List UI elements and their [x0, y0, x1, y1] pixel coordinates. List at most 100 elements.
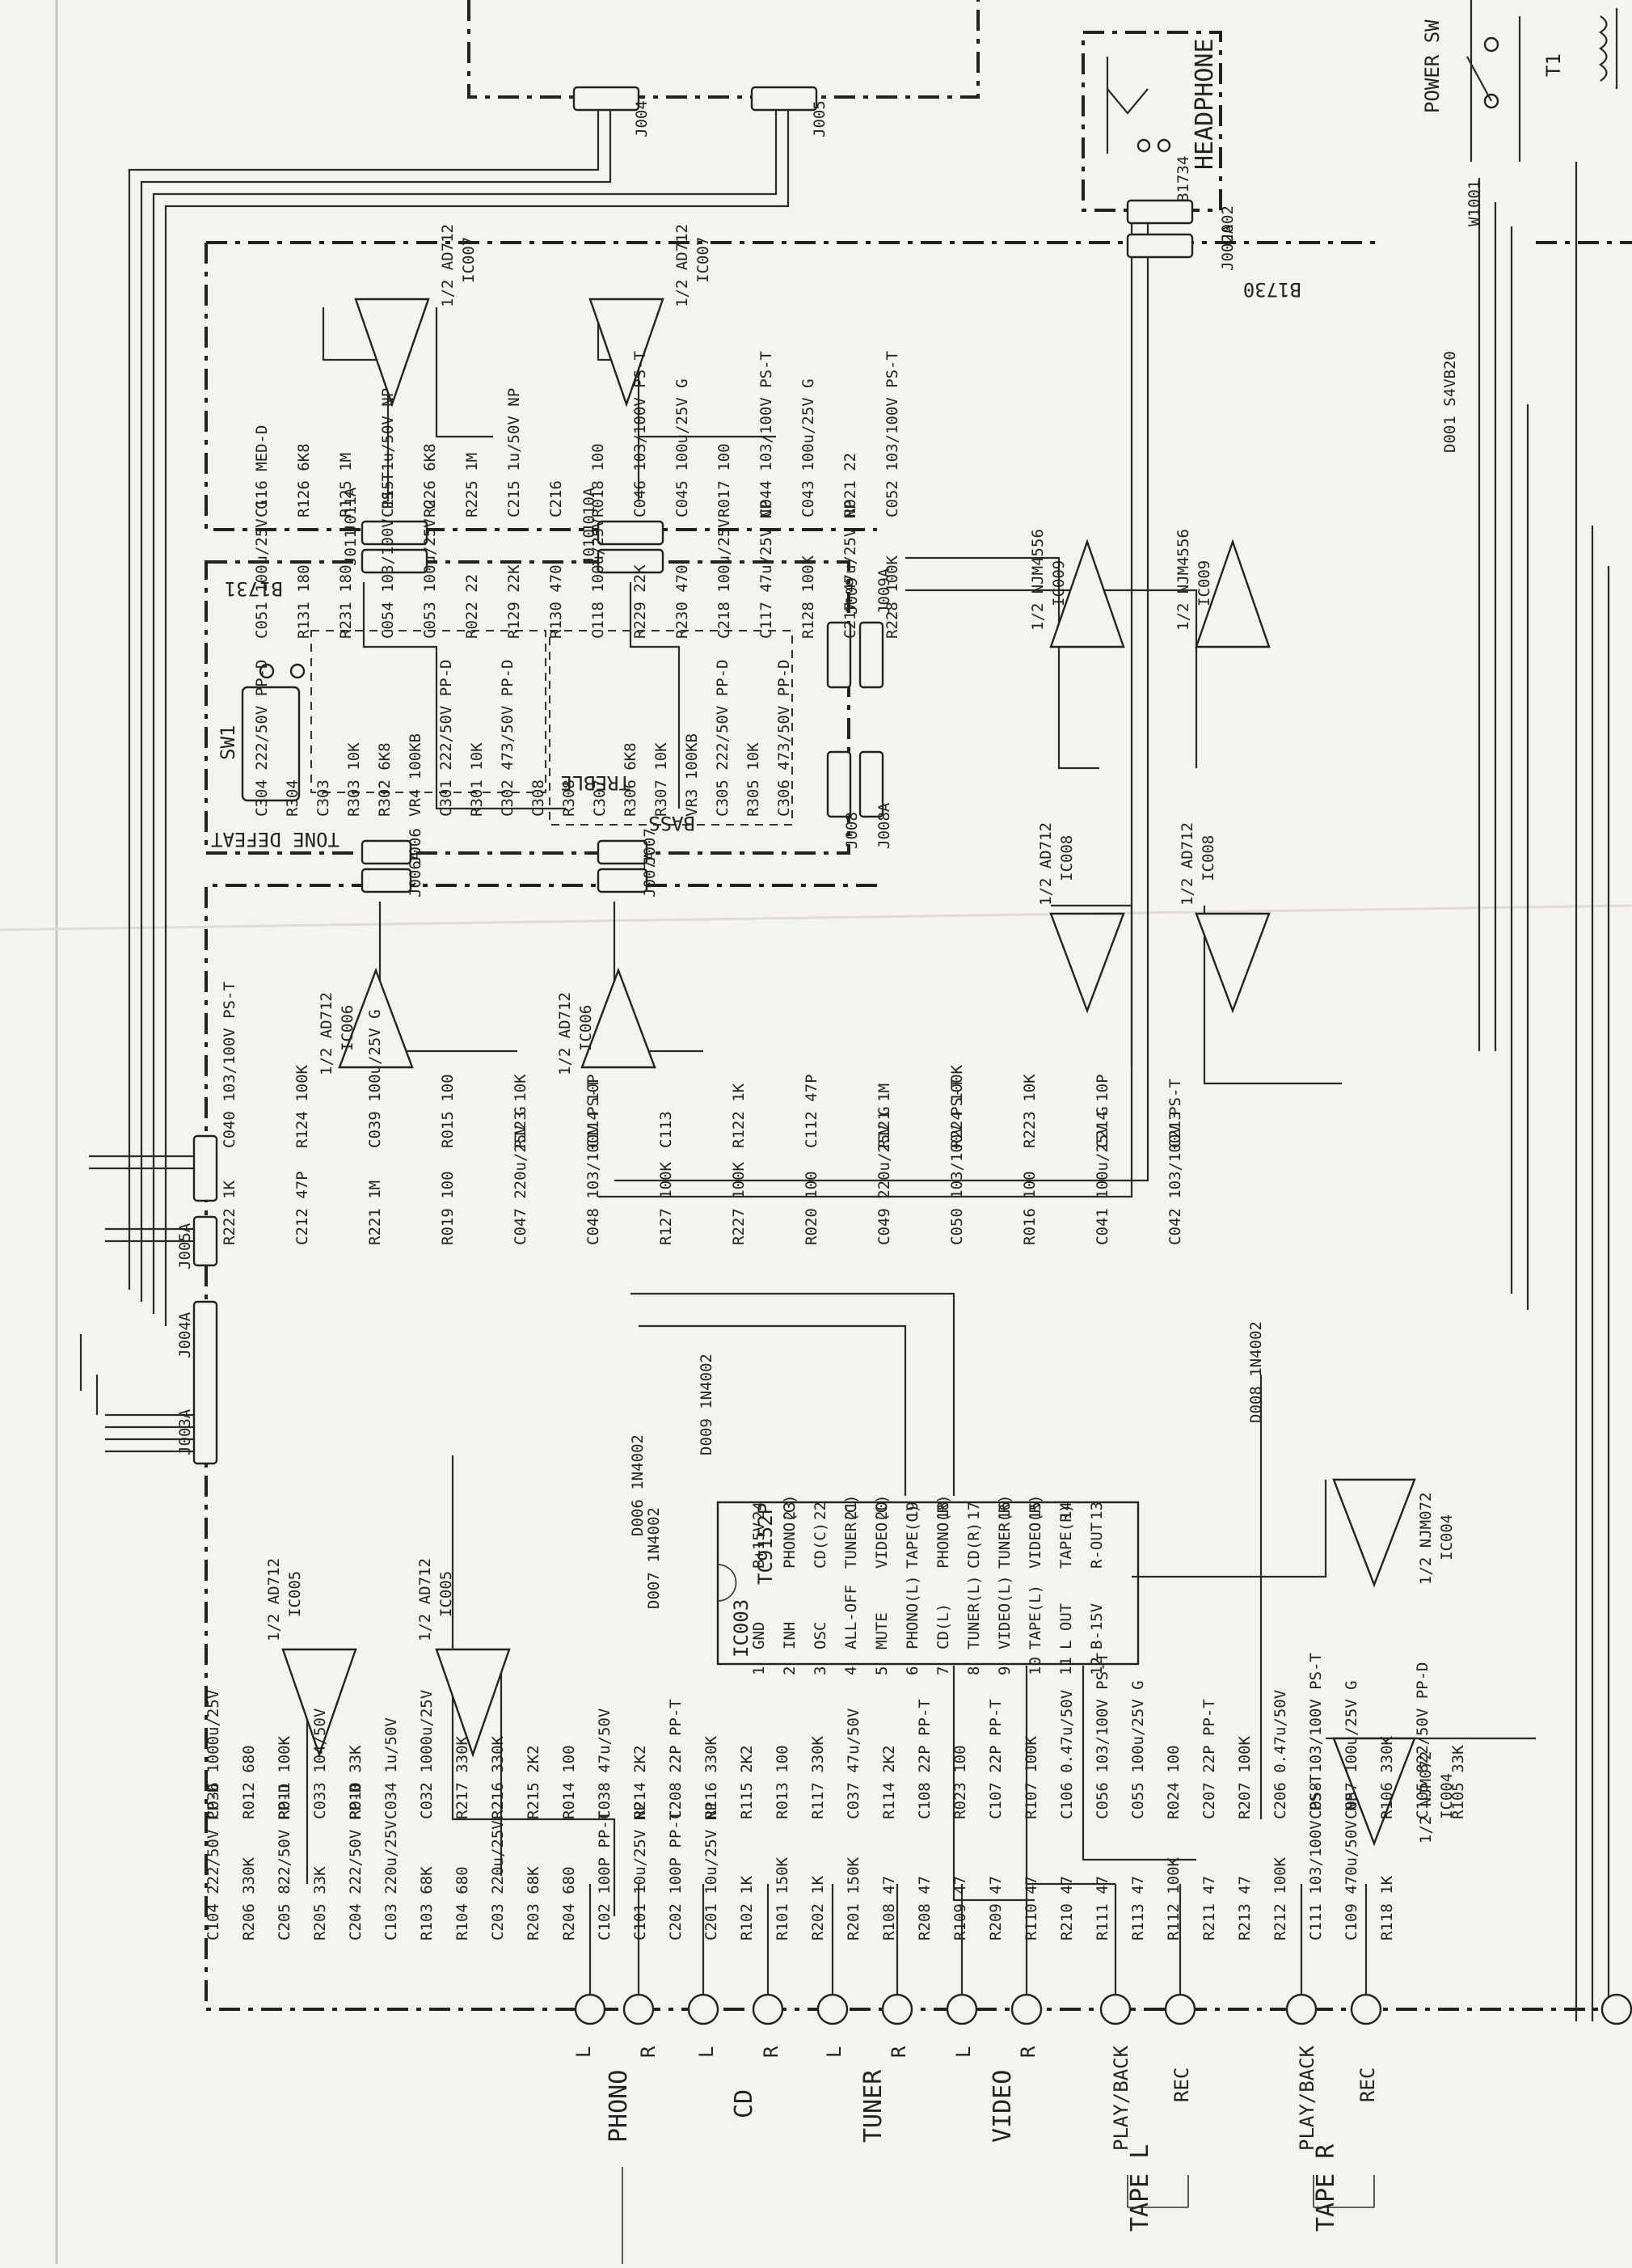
treble-label: TREBLE [560, 771, 630, 794]
input-jacks [574, 1993, 1632, 2025]
ic003-ref: IC003 [730, 1599, 753, 1658]
comp-top-21: R022 22 [463, 574, 481, 639]
input-tuner-label: TUNER [859, 2069, 888, 2143]
ic003-pin-num-10: 10 [1027, 1657, 1044, 1675]
input-video-r: R [1017, 2046, 1040, 2058]
connector-j007: J007 [641, 828, 659, 865]
comp-bottom-1: R012 680 [240, 1745, 258, 1819]
tape-r-bracket [1313, 2175, 1375, 2208]
comp-top-6: C215 1u/50V NP [505, 388, 523, 517]
comp-tone-6: C301 222/50V PP-D [437, 660, 455, 817]
comp-bottom-20: C108 22P PP-T [916, 1699, 934, 1819]
comp-tone-15: C305 222/50V PP-D [714, 660, 732, 817]
ic003-pin-right-19: TAPE(C) [904, 1504, 921, 1569]
input-tuner-r: R [888, 2046, 910, 2058]
comp-bottom-38: C205 822/50V PP-D [276, 1784, 293, 1941]
comp-bottom-52: R101 150K [774, 1856, 791, 1941]
input-tape-l-play: PLAY/BACK [1110, 2045, 1132, 2151]
ic003-pin-right-16: TUNER(R) [996, 1494, 1014, 1569]
input-phono-label: PHONO [605, 2070, 633, 2143]
ic003-pin-num-7: 7 [934, 1666, 952, 1675]
comp-bottom-7: R217 330K [453, 1735, 471, 1819]
comp-tone-10: R308 [560, 779, 578, 817]
ic003-pin-num-3: 3 [812, 1666, 829, 1675]
comp-bottom-19: R114 2K2 [880, 1745, 898, 1819]
input-tape-r-label: TAPE R [1312, 2143, 1340, 2232]
connector-j009a: J009A [875, 568, 893, 615]
comp-bottom-58: R209 47 [987, 1876, 1005, 1941]
ic003-pin-right-23: PHONO(C) [781, 1494, 799, 1569]
comp-top-1: R126 6K8 [295, 443, 313, 517]
paper-fold [0, 904, 1632, 931]
comp-bottom-67: C111 103/100V PS-T [1307, 1774, 1325, 1941]
comp-tone-0: C304 222/50V PP-D [253, 660, 271, 817]
comp-mid-19: C048 103/100V PS-T [584, 1079, 602, 1245]
comp-tone-7: R301 10K [468, 742, 486, 817]
tone-left-frame [310, 630, 546, 793]
connector-j003a: J003A [176, 1409, 194, 1455]
comp-mid-8: C112 47P [803, 1074, 820, 1148]
comp-top-29: R128 100K [799, 555, 817, 639]
comp-bottom-64: R211 47 [1200, 1876, 1218, 1941]
connector-j008: J008 [843, 812, 861, 849]
comp-tone-14: VR3 100KB [683, 733, 701, 817]
comp-bottom-8: R216 330K [489, 1735, 507, 1819]
ic003-pin-right-15: VIDEO(R) [1027, 1494, 1044, 1569]
comp-bottom-27: R024 100 [1165, 1745, 1183, 1819]
comp-top-9: C046 103/100V PS-T [631, 351, 649, 517]
headphone-jack-icon [1106, 57, 1171, 154]
ic003-pin-num-12: 12 [1088, 1657, 1106, 1675]
opamp-9-ref: IC005 [437, 1571, 455, 1617]
comp-bottom-35: R105 33K [1449, 1745, 1467, 1819]
comp-tone-13: R307 10K [652, 742, 670, 817]
comp-mid-14: R222 1K [221, 1180, 238, 1245]
ic003-pin-num-22: 22 [812, 1501, 829, 1520]
opamp-1-ref: IC007 [694, 237, 712, 283]
connector-j010a: J010A [580, 487, 598, 534]
ic003-pin-num-8: 8 [965, 1666, 983, 1675]
comp-bottom-48: C101 10u/25V NP [631, 1801, 649, 1941]
opamp-2-part: 1/2 NJM4556 [1029, 529, 1047, 631]
ic003-pin-left-6: PHONO(L) [904, 1575, 921, 1649]
comp-tone-1: R304 [284, 779, 302, 817]
ic003-pin-num-23: 23 [781, 1501, 799, 1520]
comp-top-18: R231 180 [337, 564, 355, 639]
comp-mid-7: R122 1K [730, 1083, 748, 1148]
comp-mid-5: C114 10P [584, 1074, 602, 1148]
diode-d001: D001 S4VB20 [1441, 351, 1459, 453]
opamp-6-ref: IC008 [1058, 835, 1076, 881]
comp-mid-23: C049 220u/25V G [875, 1106, 893, 1245]
opamp-8-part: 1/2 AD712 [265, 1558, 283, 1641]
bass-treble-frame [549, 630, 793, 826]
connector-j006: J006 [407, 828, 424, 865]
ic003-pin-num-21: 21 [842, 1501, 860, 1520]
ic003-pin-left-7: CD(L) [934, 1603, 952, 1649]
opamp-2-ref: IC009 [1050, 560, 1068, 606]
comp-bottom-12: R214 2K2 [631, 1745, 649, 1819]
comp-bottom-18: C037 47u/50V [845, 1708, 862, 1819]
ic003-pin-num-20: 20 [873, 1501, 891, 1520]
comp-bottom-33: R106 330K [1378, 1735, 1396, 1819]
connector-strips [192, 86, 1194, 1465]
ic003-pin-num-9: 9 [996, 1666, 1014, 1675]
ic003-part: TC9152P [754, 1503, 777, 1585]
comp-top-15: C052 103/100V PS-T [883, 351, 901, 517]
ic003-pin-num-16: 16 [996, 1501, 1014, 1520]
ic003-pin-left-1: GND [750, 1622, 768, 1649]
comp-mid-26: C041 100u/25V G [1094, 1106, 1111, 1245]
comp-top-22: R129 22K [505, 564, 523, 639]
comp-mid-3: R015 100 [439, 1074, 457, 1148]
comp-bottom-55: R108 47 [880, 1876, 898, 1941]
comp-bottom-37: R206 330K [240, 1856, 258, 1941]
comp-mid-25: R016 100 [1021, 1171, 1039, 1245]
ic003-pin-num-15: 15 [1027, 1501, 1044, 1520]
comp-bottom-29: R207 100K [1236, 1735, 1254, 1819]
comp-top-30: C217 47u/25V NP [841, 500, 859, 639]
input-labels: PHONO L R CD L R TUNER L R VIDEO L R TAP… [572, 2045, 1379, 2232]
comp-bottom-2: R011 100K [276, 1735, 293, 1819]
board-tone-label: B1731 [225, 577, 283, 600]
comp-bottom-53: R202 1K [809, 1875, 827, 1941]
